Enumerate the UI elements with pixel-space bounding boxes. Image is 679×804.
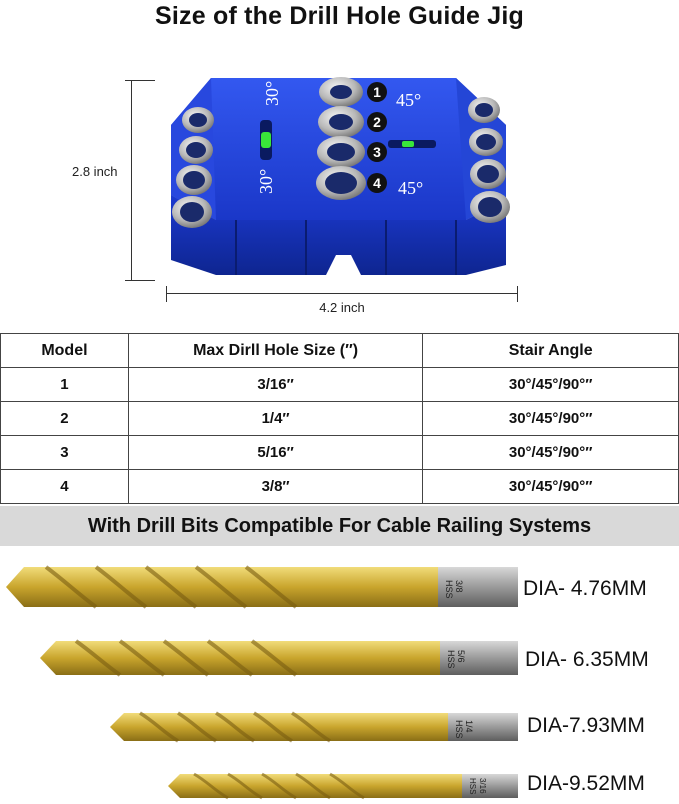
hole-number-3: 3 [373,144,381,160]
jig-front-face [171,195,506,275]
drill-bit-2-size: 5/6 [456,650,466,663]
drill-bit-4-svg: 3/16 HSS [168,772,518,800]
width-dimension-cap-right [517,286,518,302]
table-row: 4 3/8″ 30°/45°/90°″ [0,469,679,504]
cell-model: 4 [0,469,129,504]
cell-model: 1 [0,367,129,402]
vertical-level-bubble [261,132,271,148]
drill-bit-2-type: HSS [446,650,456,669]
drill-bit-2: 5/6 HSS [40,636,518,680]
height-dimension-line [131,80,132,280]
drill-bit-1-svg: 3/8 HSS [6,565,518,609]
drill-bit-3: 1/4 HSS [110,708,518,746]
angle-label-top-right: 45° [396,90,421,110]
right-side-holes [468,97,510,223]
table-header-row: Model Max Dirll Hole Size (″) Stair Angl… [0,333,679,368]
height-dimension-cap-bottom [125,280,155,281]
hole-number-2: 2 [373,114,381,130]
hole-number-badges: 1 2 3 4 [367,82,387,193]
horizontal-level-bubble [402,141,414,147]
header-max-hole-size: Max Dirll Hole Size (″) [127,333,424,368]
height-dimension-cap-top [125,80,155,81]
cell-hole-size: 3/16″ [127,367,424,402]
width-dimension-label: 4.2 inch [319,300,365,315]
cell-stair-angle: 30°/45°/90°″ [422,435,679,470]
header-stair-angle: Stair Angle [422,333,679,368]
width-dimension-line [166,293,518,294]
angle-label-bottom-right: 45° [398,178,423,198]
drill-bit-1-label: DIA- 4.76MM [523,577,647,600]
drill-bit-4-label: DIA-9.52MM [527,772,645,795]
cell-hole-size: 3/8″ [127,469,424,504]
cell-model: 2 [0,401,129,436]
drill-bit-4-type: HSS [468,778,477,794]
table-row: 3 5/16″ 30°/45°/90°″ [0,435,679,470]
angle-label-top-left: 30° [262,81,282,106]
left-side-holes [172,107,214,228]
table-row: 1 3/16″ 30°/45°/90°″ [0,367,679,402]
drill-guide-jig-illustration: 1 2 3 4 30° 45° 30° 45° [156,70,526,280]
angle-label-bottom-left: 30° [256,169,276,194]
cell-stair-angle: 30°/45°/90°″ [422,367,679,402]
spec-table: Model Max Dirll Hole Size (″) Stair Angl… [0,333,679,504]
drill-bit-1: 3/8 HSS [6,562,518,612]
compatibility-banner: With Drill Bits Compatible For Cable Rai… [0,506,679,546]
table-row: 2 1/4″ 30°/45°/90°″ [0,401,679,436]
cell-stair-angle: 30°/45°/90°″ [422,469,679,504]
drill-bit-4-size: 3/16 [478,778,487,794]
center-holes [316,77,366,200]
width-dimension-cap-left [166,286,167,302]
header-model: Model [0,333,129,368]
drill-bit-2-svg: 5/6 HSS [40,639,518,677]
drill-bit-3-size: 1/4 [464,720,474,733]
hole-number-1: 1 [373,84,381,100]
drill-bit-1-type: HSS [444,580,454,599]
drill-bit-4: 3/16 HSS [168,770,518,802]
page-title: Size of the Drill Hole Guide Jig [155,2,524,30]
cell-model: 3 [0,435,129,470]
height-dimension-label: 2.8 inch [72,164,118,179]
cell-stair-angle: 30°/45°/90°″ [422,401,679,436]
drill-bit-1-size: 3/8 [454,580,464,593]
drill-bit-3-label: DIA-7.93MM [527,714,645,737]
cell-hole-size: 1/4″ [127,401,424,436]
drill-bit-3-type: HSS [454,720,464,739]
drill-bit-2-label: DIA- 6.35MM [525,648,649,671]
hole-number-4: 4 [373,175,381,191]
jig-svg: 1 2 3 4 30° 45° 30° 45° [171,77,510,275]
drill-bit-3-svg: 1/4 HSS [110,711,518,743]
cell-hole-size: 5/16″ [127,435,424,470]
